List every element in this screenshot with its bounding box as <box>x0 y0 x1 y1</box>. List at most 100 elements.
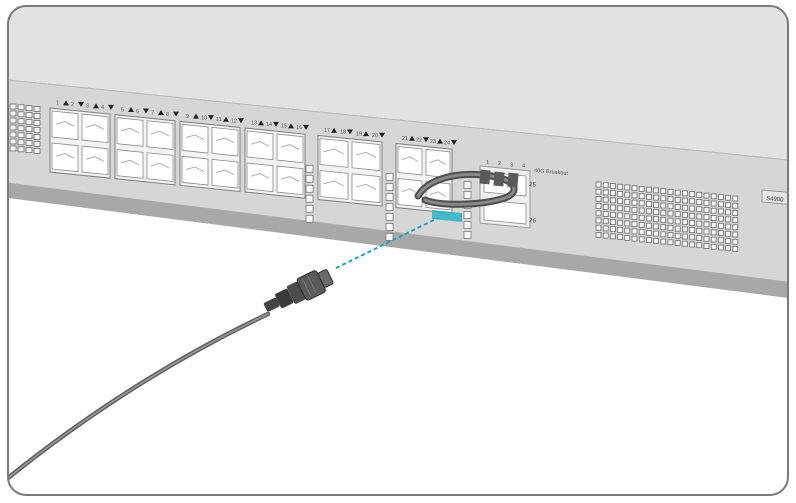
fiber-cable <box>8 311 271 481</box>
sfp-port[interactable] <box>351 141 381 172</box>
vent-hole <box>595 203 602 210</box>
vent-hole <box>703 192 710 199</box>
vent-hole <box>631 235 638 242</box>
vent-hole <box>617 212 623 219</box>
vent-hole <box>610 204 616 211</box>
port-number-lower: 26 <box>529 218 537 225</box>
vent-hole <box>667 239 674 246</box>
fiber-connector <box>263 269 334 312</box>
vent-hole <box>718 222 724 229</box>
sfp-port[interactable] <box>246 130 274 161</box>
vent-hole <box>595 224 602 231</box>
vent-hole <box>674 240 681 246</box>
sfp-port[interactable] <box>211 126 239 157</box>
port-number-label: 23 <box>430 139 436 145</box>
vent-hole <box>696 220 703 227</box>
vent-hole <box>602 225 609 232</box>
breakout-lane-label: 3 <box>510 162 513 168</box>
vent-hole <box>631 192 638 199</box>
up-triangle-icon <box>193 113 199 119</box>
sfp-port[interactable] <box>276 165 304 196</box>
port-number-label: 7 <box>151 110 154 116</box>
down-triangle-icon <box>379 132 385 138</box>
vent-hole <box>9 145 17 152</box>
sfp-port[interactable] <box>425 148 451 179</box>
vent-hole <box>718 208 724 215</box>
vent-hole <box>689 205 695 212</box>
vent-hole <box>703 228 710 235</box>
sfp-port[interactable] <box>181 123 209 154</box>
down-triangle-icon <box>423 137 429 143</box>
status-led <box>385 203 394 211</box>
port-number-label: 6 <box>136 109 139 115</box>
port-latch <box>401 156 419 162</box>
port-number-label: 24 <box>444 140 450 146</box>
sfp-port[interactable] <box>351 173 381 204</box>
vent-hole <box>718 230 724 236</box>
sfp-port[interactable] <box>116 149 144 179</box>
vent-hole <box>33 106 41 112</box>
down-triangle-icon <box>303 124 309 130</box>
up-triangle-icon <box>437 138 443 144</box>
vent-hole <box>25 105 33 112</box>
vent-hole <box>710 193 717 200</box>
port-latch <box>85 124 105 130</box>
vent-hole <box>624 206 631 212</box>
sfp-port[interactable] <box>397 178 423 208</box>
port-number-upper: 25 <box>529 182 537 189</box>
sfp-port[interactable] <box>319 138 349 168</box>
vent-hole <box>725 245 731 252</box>
sfp-port[interactable] <box>181 155 209 186</box>
sfp-port[interactable] <box>116 117 144 147</box>
vent-hole <box>689 241 695 248</box>
port-latch <box>185 134 205 140</box>
vent-hole <box>624 191 631 198</box>
port-latch <box>429 159 447 165</box>
sfp-port[interactable] <box>51 142 79 173</box>
status-led <box>305 204 314 213</box>
vent-hole <box>718 215 724 222</box>
sfp-port[interactable] <box>81 145 109 176</box>
port-latch <box>120 127 140 134</box>
down-triangle-icon <box>238 118 244 124</box>
vent-hole <box>631 199 638 206</box>
up-triangle-icon <box>331 127 337 133</box>
vent-hole <box>638 200 645 207</box>
down-triangle-icon <box>173 111 179 117</box>
sfp-port[interactable] <box>246 162 274 193</box>
sfp-port[interactable] <box>211 158 239 189</box>
up-triangle-icon <box>158 110 164 116</box>
sfp-port[interactable] <box>81 113 109 144</box>
vent-hole <box>732 202 739 209</box>
vent-hole <box>718 244 724 251</box>
vent-hole <box>624 220 631 227</box>
status-led <box>385 193 394 201</box>
sfp-port[interactable] <box>319 170 349 200</box>
sfp-port[interactable] <box>397 146 423 176</box>
vent-hole <box>631 214 638 220</box>
vent-hole <box>602 196 609 203</box>
sfp-port[interactable] <box>51 110 79 141</box>
vent-hole <box>718 194 724 200</box>
vent-hole <box>631 206 638 213</box>
sfp-port[interactable] <box>146 120 174 150</box>
vent-hole <box>660 231 667 238</box>
vent-hole <box>624 213 631 220</box>
status-led <box>385 173 394 181</box>
status-led <box>463 211 472 219</box>
vent-hole <box>710 200 717 207</box>
vent-hole <box>631 221 638 228</box>
vent-hole <box>17 125 25 132</box>
port-number-label: 10 <box>201 115 207 121</box>
vent-hole <box>660 217 667 223</box>
vent-hole <box>732 238 739 245</box>
vent-hole <box>696 199 703 205</box>
vent-hole <box>689 212 695 219</box>
port-number-label: 15 <box>281 124 287 130</box>
sfp-port[interactable] <box>276 133 304 164</box>
vent-hole <box>646 193 652 200</box>
chassis-bottom-edge <box>8 183 788 298</box>
vent-hole <box>703 199 710 206</box>
sfp-port[interactable] <box>146 152 174 182</box>
vent-hole <box>17 139 25 146</box>
